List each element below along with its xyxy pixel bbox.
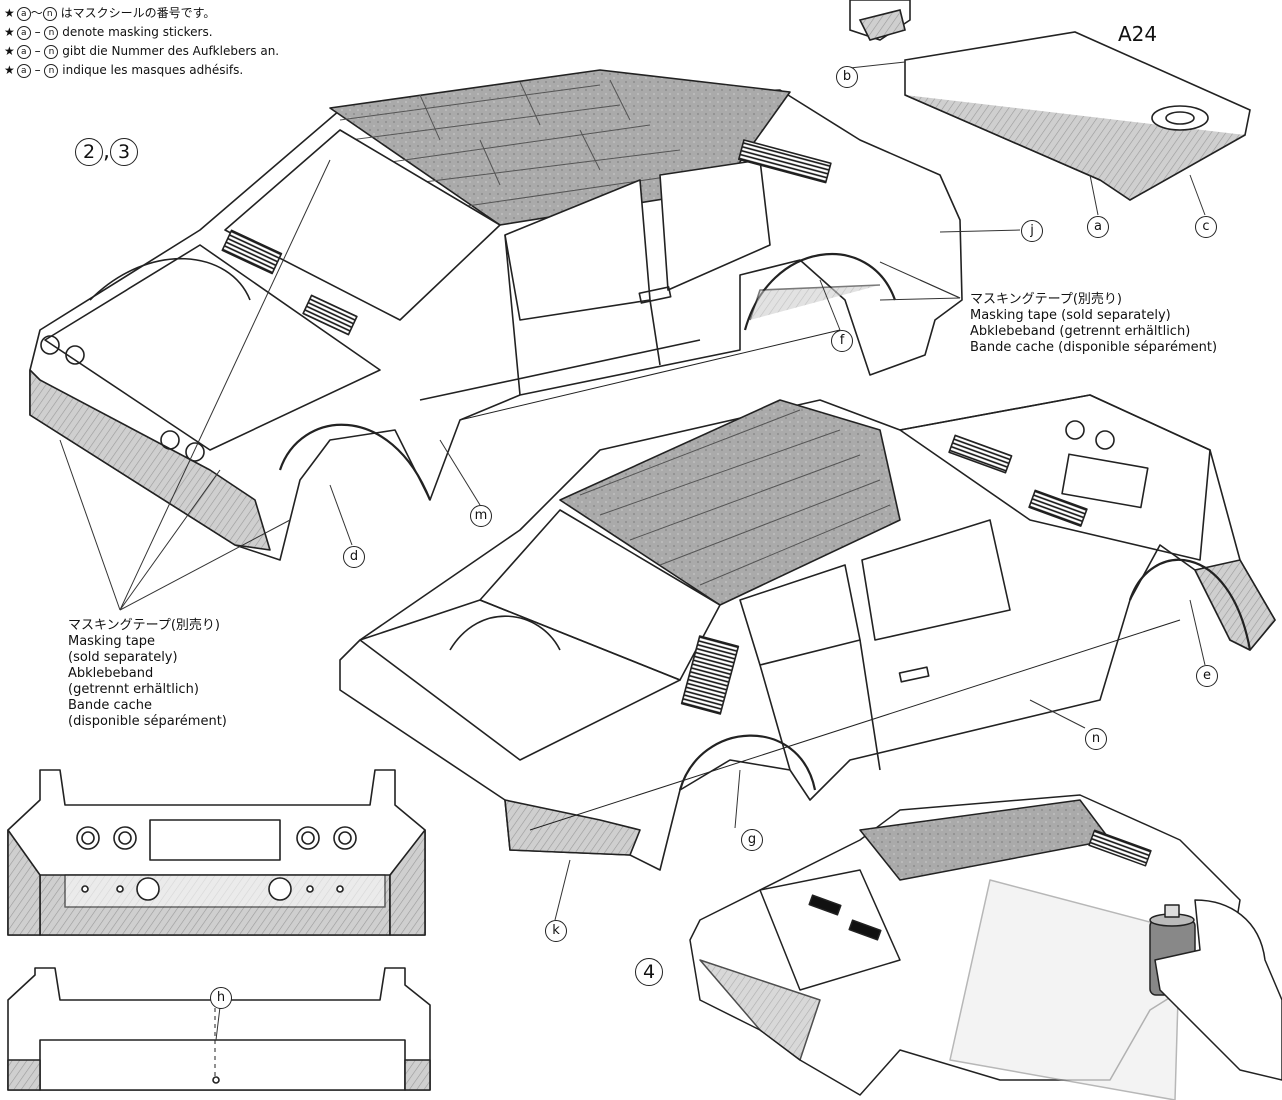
rear-panel-detail xyxy=(7,769,426,936)
part-a24 xyxy=(849,0,1251,201)
car-spray-step-4 xyxy=(689,794,1282,1100)
legend-line-en: ★a – n denote masking stickers. xyxy=(4,25,213,40)
sticker-label-f: f xyxy=(831,330,853,352)
sticker-label-n: n xyxy=(1085,728,1107,750)
sticker-label-d: d xyxy=(343,546,365,568)
sticker-label-e: e xyxy=(1196,665,1218,687)
leader-lines xyxy=(59,61,1206,1041)
masking-tape-note-right: マスキングテープ(別売り) Masking tape (sold separat… xyxy=(970,292,1218,355)
sticker-label-m: m xyxy=(470,505,492,527)
masking-tape-note-left: マスキングテープ(別売り) Masking tape (sold separat… xyxy=(68,618,227,729)
legend-line-de: ★a – n gibt die Nummer des Aufklebers an… xyxy=(4,44,280,59)
front-panel-detail xyxy=(7,967,431,1091)
sticker-label-a: a xyxy=(1087,216,1109,238)
sticker-label-k: k xyxy=(545,920,567,942)
legend-line-fr: ★a – n indique les masques adhésifs. xyxy=(4,63,244,78)
car-body-step-2-3 xyxy=(29,69,963,561)
legend-line-jp: ★a～n はマスクシールの番号です。 xyxy=(4,6,216,21)
sticker-label-h: h xyxy=(210,987,232,1009)
sticker-label-g: g xyxy=(741,829,763,851)
car-body-step-3 xyxy=(339,394,1276,871)
sticker-label-j: j xyxy=(1021,220,1043,242)
step-number-2-3: 2,3 xyxy=(75,138,138,166)
step-number-4: 4 xyxy=(635,958,663,986)
sticker-label-c: c xyxy=(1195,216,1217,238)
sticker-label-b: b xyxy=(836,66,858,88)
part-number-label: A24 xyxy=(1118,22,1158,46)
